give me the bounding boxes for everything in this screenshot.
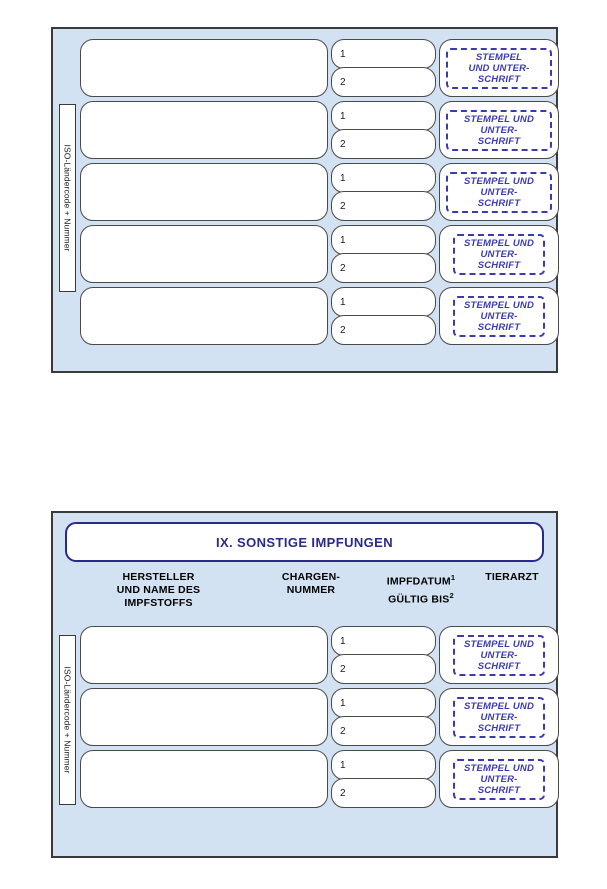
- veterinarian-stamp-field[interactable]: STEMPEL UND UNTER- SCHRIFT: [439, 39, 559, 97]
- veterinarian-stamp-field[interactable]: STEMPEL UND UNTER- SCHRIFT: [439, 287, 559, 345]
- vaccination-date-field-1[interactable]: 1: [331, 688, 436, 718]
- column-header-vaccination-date: IMPFDATUM1 GÜLTIG BIS2: [361, 571, 481, 606]
- vaccination-date-field-1[interactable]: 1: [331, 750, 436, 780]
- vaccination-date-field-1[interactable]: 1: [331, 39, 436, 69]
- vaccine-name-field[interactable]: [80, 626, 328, 684]
- stamp-and-signature-placeholder: STEMPEL UND UNTER- SCHRIFT: [446, 109, 552, 151]
- section-title-other-vaccinations: IX. SONSTIGE IMPFUNGEN: [65, 522, 544, 562]
- vaccine-name-field[interactable]: [80, 163, 328, 221]
- vaccine-name-field[interactable]: [80, 750, 328, 808]
- stamp-and-signature-placeholder: STEMPEL UND UNTER- SCHRIFT: [453, 233, 545, 275]
- vaccination-date-field-1[interactable]: 1: [331, 626, 436, 656]
- vaccination-date-field-1[interactable]: 1: [331, 163, 436, 193]
- iso-country-code-tab-top: ISO-Ländercode + Nummer: [59, 104, 76, 292]
- veterinarian-stamp-field[interactable]: STEMPEL UND UNTER- SCHRIFT: [439, 163, 559, 221]
- vaccination-date-field-1[interactable]: 1: [331, 225, 436, 255]
- veterinarian-stamp-field[interactable]: STEMPEL UND UNTER- SCHRIFT: [439, 688, 559, 746]
- vaccine-name-field[interactable]: [80, 39, 328, 97]
- vaccine-name-field[interactable]: [80, 287, 328, 345]
- section-title-label: IX. SONSTIGE IMPFUNGEN: [215, 534, 394, 550]
- column-header-veterinarian-label: TIERARZT: [485, 571, 539, 583]
- stamp-and-signature-placeholder: STEMPEL UND UNTER- SCHRIFT: [446, 171, 552, 213]
- vaccination-date-field-2[interactable]: 2: [331, 253, 436, 283]
- vaccination-date-field-2[interactable]: 2: [331, 315, 436, 345]
- veterinarian-stamp-field[interactable]: STEMPEL UND UNTER- SCHRIFT: [439, 626, 559, 684]
- vaccine-name-field[interactable]: [80, 688, 328, 746]
- vaccination-date-field-2[interactable]: 2: [331, 778, 436, 808]
- vaccination-date-field-2[interactable]: 2: [331, 191, 436, 221]
- column-header-batch-number-label: CHARGEN-NUMMER: [281, 571, 341, 596]
- footnote-marker-1: 1: [450, 573, 456, 582]
- stamp-and-signature-placeholder: STEMPEL UND UNTER- SCHRIFT: [453, 758, 545, 800]
- footnote-marker-2: 2: [449, 590, 454, 600]
- vaccination-date-field-1[interactable]: 1: [331, 101, 436, 131]
- stamp-and-signature-placeholder: STEMPEL UND UNTER- SCHRIFT: [453, 634, 545, 676]
- stamp-and-signature-placeholder: STEMPEL UND UNTER- SCHRIFT: [453, 696, 545, 738]
- vaccine-name-field[interactable]: [80, 101, 328, 159]
- iso-country-code-label: ISO-Ländercode + Nummer: [62, 666, 73, 774]
- vaccination-date-field-2[interactable]: 2: [331, 654, 436, 684]
- veterinarian-stamp-field[interactable]: STEMPEL UND UNTER- SCHRIFT: [439, 225, 559, 283]
- stamp-and-signature-placeholder: STEMPEL UND UNTER- SCHRIFT: [453, 295, 545, 337]
- column-header-date-line2: GÜLTIG BIS: [388, 593, 450, 605]
- iso-country-code-tab-bottom: ISO-Ländercode + Nummer: [59, 635, 76, 805]
- veterinarian-stamp-field[interactable]: STEMPEL UND UNTER- SCHRIFT: [439, 750, 559, 808]
- vaccination-date-field-2[interactable]: 2: [331, 67, 436, 97]
- stamp-and-signature-placeholder: STEMPEL UND UNTER- SCHRIFT: [446, 47, 552, 89]
- vaccination-date-field-2[interactable]: 2: [331, 716, 436, 746]
- iso-country-code-label: ISO-Ländercode + Nummer: [62, 144, 73, 252]
- vaccination-date-field-2[interactable]: 2: [331, 129, 436, 159]
- column-header-batch-number: CHARGEN-NUMMER: [251, 571, 371, 597]
- column-header-veterinarian: TIERARZT: [467, 571, 557, 584]
- column-header-date-line1: IMPFDATUM: [386, 575, 451, 588]
- vaccine-name-field[interactable]: [80, 225, 328, 283]
- vaccination-date-field-1[interactable]: 1: [331, 287, 436, 317]
- veterinarian-stamp-field[interactable]: STEMPEL UND UNTER- SCHRIFT: [439, 101, 559, 159]
